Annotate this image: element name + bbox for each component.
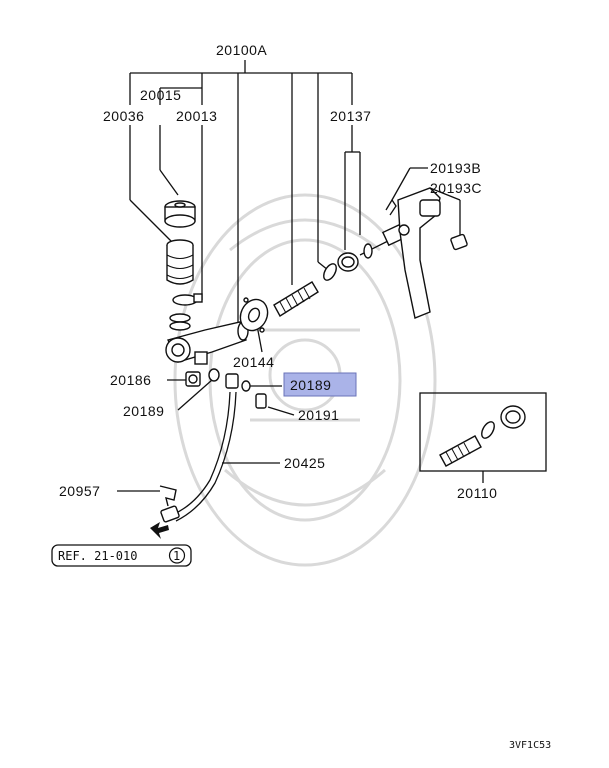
part-master-cylinder-body bbox=[165, 321, 249, 365]
label-20193C: 20193C bbox=[430, 180, 482, 196]
label-20036: 20036 bbox=[103, 108, 144, 124]
part-boot-20137 bbox=[337, 252, 359, 272]
label-20110: 20110 bbox=[457, 485, 497, 501]
part-hose-20015 bbox=[169, 313, 191, 331]
label-20137: 20137 bbox=[330, 108, 371, 124]
part-washer-20189-highlight bbox=[241, 380, 251, 392]
label-20100A: 20100A bbox=[216, 42, 267, 58]
part-clamp-20013 bbox=[172, 293, 203, 306]
leader-lines bbox=[117, 60, 461, 492]
part-bleeder-20191 bbox=[255, 393, 267, 409]
reference-callout: REF. 21-010 1 bbox=[51, 544, 192, 567]
part-gasket-20144 bbox=[239, 297, 269, 333]
label-20193B: 20193B bbox=[430, 160, 481, 176]
label-20144: 20144 bbox=[233, 354, 274, 370]
diagram-code: 3VF1C53 bbox=[509, 740, 551, 751]
label-20189-highlight: 20189 bbox=[290, 377, 331, 393]
reference-circle-number: 1 bbox=[173, 549, 180, 563]
arrow-to-reference bbox=[150, 522, 169, 539]
highlight-box bbox=[283, 372, 357, 397]
reference-text: REF. 21-010 bbox=[58, 549, 137, 563]
label-20191: 20191 bbox=[298, 407, 339, 423]
part-bracket-20957 bbox=[159, 485, 177, 507]
label-20015: 20015 bbox=[140, 87, 181, 103]
label-20957: 20957 bbox=[59, 483, 100, 499]
label-20189-left: 20189 bbox=[123, 403, 164, 419]
part-clevis-pin-20193C bbox=[450, 233, 468, 251]
part-washer-20189-left bbox=[208, 368, 220, 382]
repair-kit-box bbox=[419, 392, 547, 483]
part-snap-ring bbox=[323, 263, 337, 281]
part-hose-20425 bbox=[171, 391, 237, 522]
part-fitting-upper bbox=[225, 373, 239, 389]
part-reservoir bbox=[166, 239, 194, 285]
part-bolt-20186 bbox=[185, 371, 201, 387]
label-20186: 20186 bbox=[110, 372, 151, 388]
part-push-rod-boot bbox=[273, 281, 319, 317]
part-hose-end-fitting bbox=[160, 505, 180, 523]
part-clutch-pedal-bracket bbox=[397, 187, 441, 319]
part-pin-20193B bbox=[385, 198, 397, 216]
label-20013: 20013 bbox=[176, 108, 217, 124]
label-20425: 20425 bbox=[284, 455, 325, 471]
part-cap-20036 bbox=[164, 200, 196, 228]
